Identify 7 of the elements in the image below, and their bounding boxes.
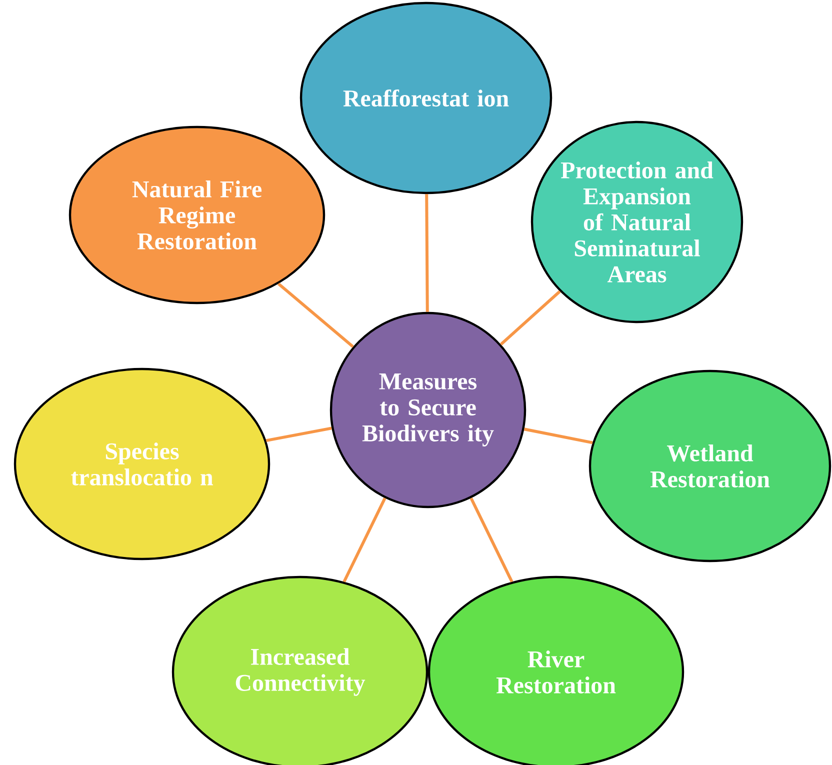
connector-line xyxy=(278,282,354,348)
connector-line xyxy=(266,426,332,442)
connector-line xyxy=(425,194,429,312)
connector-line xyxy=(524,428,593,444)
connector-line xyxy=(500,290,561,346)
connector-line xyxy=(470,497,514,582)
connector-line xyxy=(342,497,386,582)
